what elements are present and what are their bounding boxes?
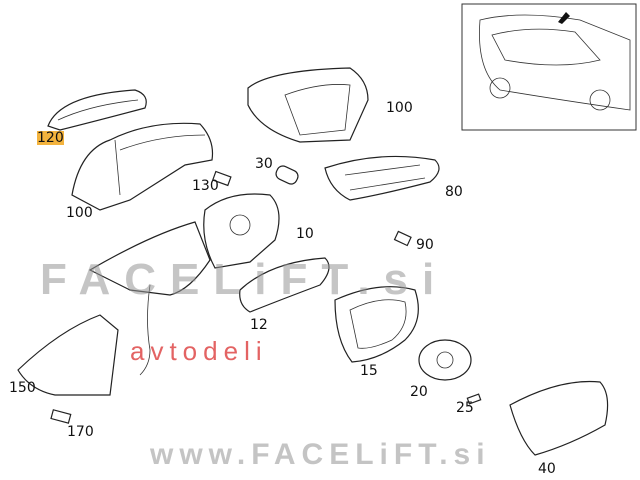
part-100-mirror-cap-right[interactable] bbox=[247, 67, 369, 143]
label-120[interactable]: 120 bbox=[37, 130, 64, 146]
part-15-mirror-frame[interactable] bbox=[334, 286, 419, 363]
label-80[interactable]: 80 bbox=[445, 184, 463, 200]
part-150-base-cover[interactable] bbox=[17, 314, 119, 396]
label-15[interactable]: 15 bbox=[360, 363, 378, 379]
label-10[interactable]: 10 bbox=[296, 226, 314, 242]
part-30-bulb[interactable] bbox=[274, 164, 300, 186]
part-90-screw[interactable] bbox=[393, 230, 412, 247]
label-30[interactable]: 30 bbox=[255, 156, 273, 172]
part-12-cover-lower[interactable] bbox=[239, 257, 330, 313]
label-150[interactable]: 150 bbox=[9, 380, 36, 396]
part-25-screw[interactable] bbox=[466, 393, 482, 405]
part-100-mirror-cap[interactable] bbox=[71, 122, 214, 211]
part-120-cover-strip[interactable] bbox=[47, 89, 147, 131]
label-100-right[interactable]: 100 bbox=[386, 100, 413, 116]
label-40[interactable]: 40 bbox=[538, 461, 556, 477]
label-170[interactable]: 170 bbox=[67, 424, 94, 440]
label-90[interactable]: 90 bbox=[416, 237, 434, 253]
part-130-screw[interactable] bbox=[212, 170, 232, 187]
watermark-avtodeli: avtodeli bbox=[130, 336, 268, 366]
watermark-brand: FACELiFT.si bbox=[40, 255, 449, 304]
part-170-screw[interactable] bbox=[50, 409, 72, 424]
part-10-mirror-housing[interactable] bbox=[203, 193, 280, 269]
part-40-mirror-glass[interactable] bbox=[509, 380, 609, 456]
part-mirror-base[interactable] bbox=[88, 221, 211, 296]
label-130[interactable]: 130 bbox=[192, 178, 219, 194]
label-12[interactable]: 12 bbox=[250, 317, 268, 333]
label-100[interactable]: 100 bbox=[66, 205, 93, 221]
watermark-url: www.FACELiFT.si bbox=[150, 438, 491, 471]
label-20[interactable]: 20 bbox=[410, 384, 428, 400]
inset-car-view bbox=[461, 3, 637, 131]
part-20-motor[interactable] bbox=[418, 339, 472, 381]
label-25[interactable]: 25 bbox=[456, 400, 474, 416]
